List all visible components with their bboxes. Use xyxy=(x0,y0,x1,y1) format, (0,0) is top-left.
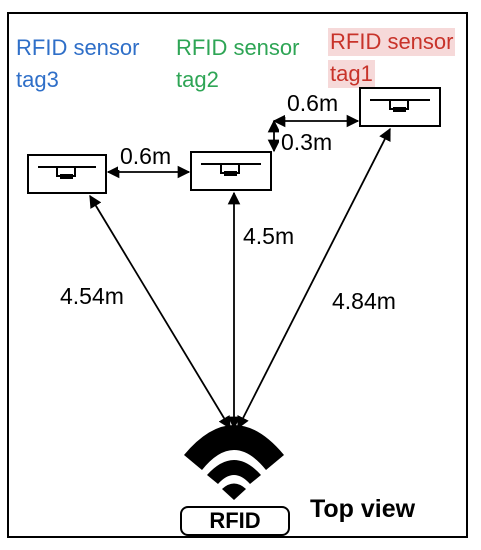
tag1-label-line1: RFID sensor xyxy=(328,28,456,56)
distance-tag3-tag2: 0.6m xyxy=(118,142,174,170)
tag2-device xyxy=(190,151,272,191)
distance-reader-tag1: 4.84m xyxy=(330,287,398,315)
tag3-device xyxy=(27,154,107,194)
tag3-label-line2: tag3 xyxy=(16,67,59,92)
diagram-frame xyxy=(7,12,468,538)
tag3-label-line1: RFID sensor xyxy=(16,35,140,60)
view-label: Top view xyxy=(310,495,416,523)
distance-tag2-tag1-horizontal: 0.6m xyxy=(285,89,341,117)
tag2-label-line1: RFID sensor xyxy=(176,35,300,60)
wifi-signal-icon xyxy=(184,425,284,500)
distance-reader-tag2: 4.5m xyxy=(241,222,297,250)
arrow-reader-tag3 xyxy=(89,194,231,430)
rfid-reader-label: RFID xyxy=(209,508,261,533)
rfid-reader: RFID xyxy=(180,506,290,536)
tag2-label-line2: tag2 xyxy=(176,67,219,92)
tag1-label-line2: tag1 xyxy=(328,60,375,88)
tag1-device xyxy=(359,87,441,127)
distance-reader-tag3: 4.54m xyxy=(58,282,126,310)
arrow-reader-tag1 xyxy=(237,127,391,430)
distance-tag2-tag1-vertical: 0.3m xyxy=(279,128,335,156)
